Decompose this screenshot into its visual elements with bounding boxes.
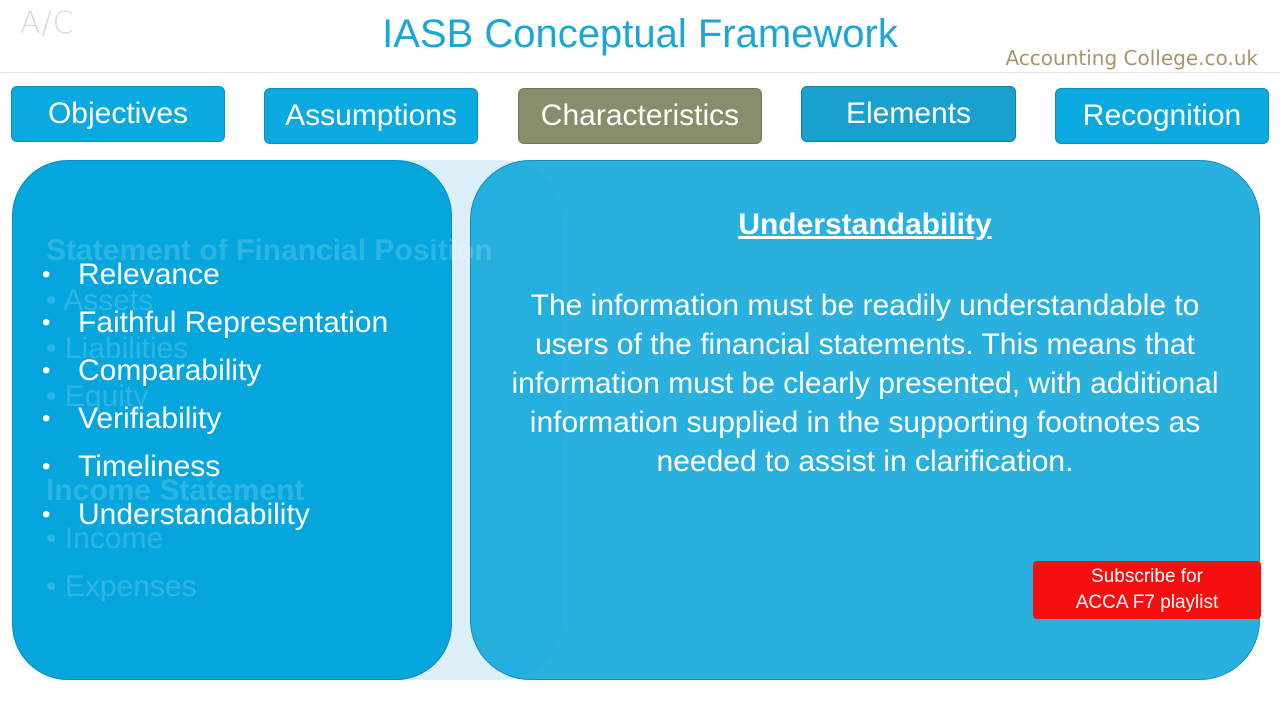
- list-item: Comparability: [40, 350, 388, 398]
- subscribe-button[interactable]: Subscribe for ACCA F7 playlist: [1033, 561, 1261, 619]
- tab-objectives[interactable]: Objectives: [11, 86, 225, 142]
- site-name: Accounting College.co.uk: [1005, 46, 1258, 70]
- tab-assumptions[interactable]: Assumptions: [264, 88, 478, 144]
- page-title: IASB Conceptual Framework: [382, 12, 898, 56]
- ghost-item: • Expenses: [46, 570, 197, 603]
- list-item: Relevance: [40, 254, 388, 302]
- tab-elements[interactable]: Elements: [801, 86, 1016, 142]
- list-item: Timeliness: [40, 446, 388, 494]
- characteristics-list: Relevance Faithful Representation Compar…: [40, 254, 388, 542]
- logo: A/C: [20, 6, 90, 56]
- header-divider: [0, 72, 1280, 73]
- list-item: Understandability: [40, 494, 388, 542]
- list-item: Verifiability: [40, 398, 388, 446]
- subscribe-line-2: ACCA F7 playlist: [1075, 592, 1219, 613]
- detail-heading: Understandability: [738, 208, 992, 241]
- subscribe-line-1: Subscribe for: [1091, 566, 1203, 587]
- tab-recognition[interactable]: Recognition: [1055, 88, 1269, 144]
- list-item: Faithful Representation: [40, 302, 388, 350]
- tab-characteristics[interactable]: Characteristics: [518, 88, 762, 144]
- detail-text: The information must be readily understa…: [511, 289, 1219, 478]
- logo-text: A/C: [20, 6, 75, 41]
